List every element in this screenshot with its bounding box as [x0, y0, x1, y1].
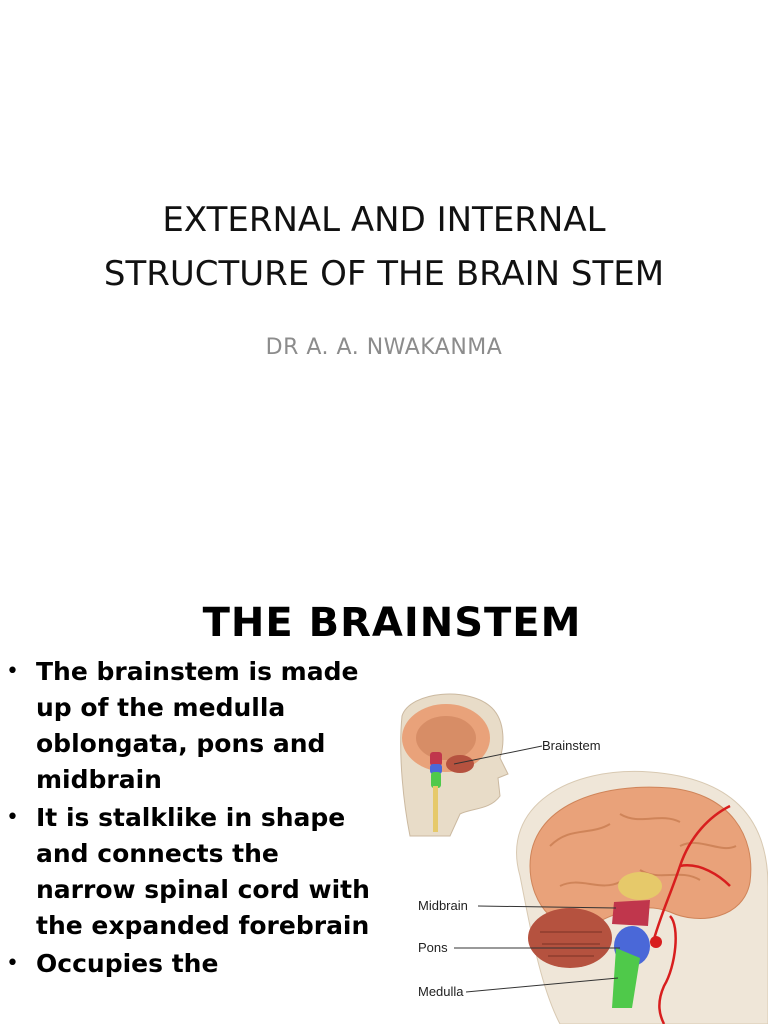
midbrain-shape — [612, 900, 650, 926]
bullet-list: • The brainstem is made up of the medull… — [6, 654, 386, 984]
presentation-title: EXTERNAL AND INTERNAL STRUCTURE OF THE B… — [0, 193, 768, 301]
bullet-dot: • — [6, 805, 19, 830]
brainstem-leader-line — [453, 745, 543, 765]
brainstem-illustration: Brainstem Midbrain Pons Medulla — [380, 686, 768, 1024]
label-medulla: Medulla — [418, 984, 464, 999]
midbrain-leader-line — [477, 905, 617, 909]
bullet-text: It is stalklike in shape and connects th… — [36, 803, 370, 940]
medulla-leader-line — [465, 977, 619, 993]
cerebellum — [528, 908, 612, 968]
inset-cerebellum — [446, 755, 474, 773]
medulla-shape — [612, 948, 640, 1008]
title-line-1: EXTERNAL AND INTERNAL — [162, 200, 606, 240]
brainstem-slide: THE BRAINSTEM • The brainstem is made up… — [0, 576, 768, 1024]
title-line-2: STRUCTURE OF THE BRAIN STEM — [103, 254, 665, 294]
bullet-text: Occupies the — [36, 949, 219, 978]
bullet-text: The brainstem is made up of the medulla … — [36, 657, 359, 794]
bullet-item: • The brainstem is made up of the medull… — [6, 654, 366, 798]
label-pons: Pons — [418, 940, 448, 955]
bullet-item: • It is stalklike in shape and connects … — [6, 800, 376, 944]
brainstem-anatomy-figure: Brainstem Midbrain Pons Medulla — [400, 693, 768, 1024]
artery-lines — [650, 804, 731, 1024]
bullet-dot: • — [6, 951, 19, 976]
slide-title: THE BRAINSTEM — [202, 600, 582, 646]
large-brain-icon — [516, 770, 768, 1024]
label-midbrain: Midbrain — [418, 898, 468, 913]
author-subtitle: DR A. A. NWAKANMA — [265, 335, 503, 360]
bullet-dot: • — [6, 659, 19, 684]
bullet-item: • Occupies the — [6, 946, 376, 982]
label-brainstem: Brainstem — [542, 738, 601, 753]
title-slide: EXTERNAL AND INTERNAL STRUCTURE OF THE B… — [0, 193, 768, 360]
head-inset-icon — [400, 693, 509, 837]
